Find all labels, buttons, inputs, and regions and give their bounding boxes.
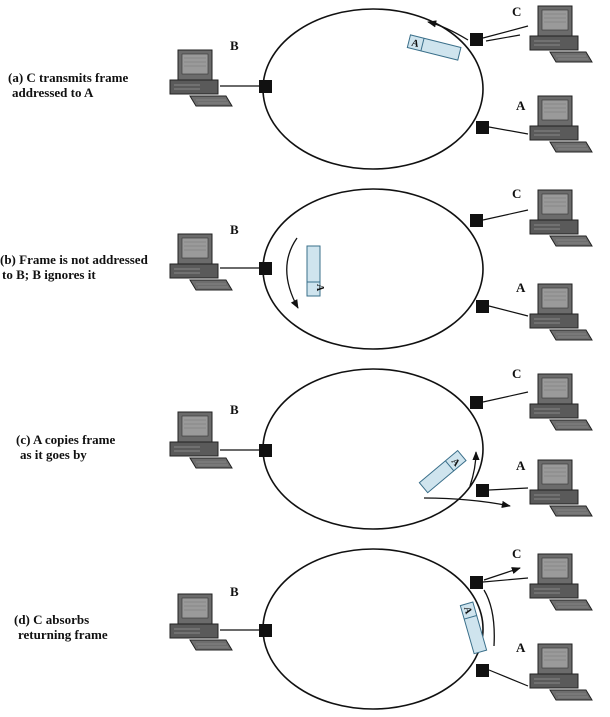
frame-packet-icon: A xyxy=(459,601,488,655)
link-c xyxy=(482,209,529,221)
station-label-a: A xyxy=(516,98,526,113)
repeater-a xyxy=(476,300,489,313)
panel-d-drawing: A xyxy=(169,548,593,710)
link-a xyxy=(488,305,529,317)
arrow-icon xyxy=(483,589,495,647)
link-c xyxy=(482,577,529,583)
computer-icon xyxy=(529,643,593,701)
repeater-c xyxy=(470,576,483,589)
caption: (d) C absorbs returning frame xyxy=(14,612,108,642)
link-a xyxy=(488,487,529,491)
caption: (b) Frame is not addressed to B; B ignor… xyxy=(0,252,148,282)
computer-icon xyxy=(529,459,593,517)
frame-packet-icon: A xyxy=(406,34,462,61)
repeater-a xyxy=(476,664,489,677)
station-label-b: B xyxy=(230,584,239,599)
repeater-b xyxy=(259,624,272,637)
panel-c: A (c) A copies frame as it goes by B C A xyxy=(0,360,610,538)
ring xyxy=(262,8,484,170)
station-label-c: C xyxy=(512,366,522,381)
repeater-a xyxy=(476,121,489,134)
computer-icon xyxy=(529,373,593,431)
repeater-b xyxy=(259,80,272,93)
panel-b-drawing: A xyxy=(169,188,593,350)
repeater-c xyxy=(470,396,483,409)
ring xyxy=(262,548,484,710)
station-label-c: C xyxy=(512,546,522,561)
computer-icon xyxy=(169,233,233,291)
computer-icon xyxy=(169,593,233,651)
repeater-c xyxy=(470,214,483,227)
station-label-b: B xyxy=(230,222,239,237)
arrow-icon xyxy=(469,451,480,487)
panel-b: A (b) Frame is not addressed to B; B ign… xyxy=(0,180,610,358)
frame-address: A xyxy=(410,38,420,51)
arrow-icon xyxy=(427,20,469,41)
panel-d: A (d) C absorbs returning frame B C A xyxy=(0,540,610,717)
computer-icon xyxy=(529,189,593,247)
repeater-a xyxy=(476,484,489,497)
arrow-icon xyxy=(485,34,521,42)
computer-icon xyxy=(529,283,593,341)
computer-icon xyxy=(529,95,593,153)
station-label-a: A xyxy=(516,458,526,473)
frame-address: A xyxy=(461,605,474,616)
computer-icon xyxy=(169,411,233,469)
caption-line-1: (c) A copies frame xyxy=(16,432,116,447)
caption-line-1: (d) C absorbs xyxy=(14,612,90,627)
station-label-b: B xyxy=(230,402,239,417)
link-c xyxy=(482,25,529,39)
caption: (c) A copies frame as it goes by xyxy=(16,432,115,462)
computer-icon xyxy=(169,49,233,107)
frame-address: A xyxy=(314,284,325,292)
caption-line-2: returning frame xyxy=(18,627,108,642)
repeater-c xyxy=(470,33,483,46)
caption-line-2: as it goes by xyxy=(20,447,87,462)
link-c xyxy=(482,391,529,403)
caption-line-1: (a) C transmits frame xyxy=(8,70,129,85)
station-label-b: B xyxy=(230,38,239,53)
caption: (a) C transmits frame addressed to A xyxy=(8,70,128,100)
frame-packet-icon: A xyxy=(306,245,325,297)
link-a xyxy=(488,126,529,135)
ring xyxy=(262,188,484,350)
computer-icon xyxy=(529,5,593,63)
panel-c-drawing: A xyxy=(169,368,593,530)
arrow-icon xyxy=(423,497,511,508)
arrow-icon xyxy=(483,567,521,581)
caption-line-1: (b) Frame is not addressed xyxy=(0,252,148,267)
panel-a: A (a) C transmits frame addressed to A B… xyxy=(0,0,610,178)
repeater-b xyxy=(259,444,272,457)
station-label-a: A xyxy=(516,640,526,655)
caption-line-2: addressed to A xyxy=(12,85,94,100)
ring xyxy=(262,368,484,530)
station-label-c: C xyxy=(512,4,522,19)
computer-icon xyxy=(529,553,593,611)
panel-a-drawing: A xyxy=(169,5,593,170)
station-label-c: C xyxy=(512,186,522,201)
arrow-icon xyxy=(286,237,299,309)
repeater-b xyxy=(259,262,272,275)
frame-packet-icon: A xyxy=(418,449,467,494)
link-a xyxy=(488,669,529,687)
station-label-a: A xyxy=(516,280,526,295)
caption-line-2: to B; B ignores it xyxy=(2,267,96,282)
